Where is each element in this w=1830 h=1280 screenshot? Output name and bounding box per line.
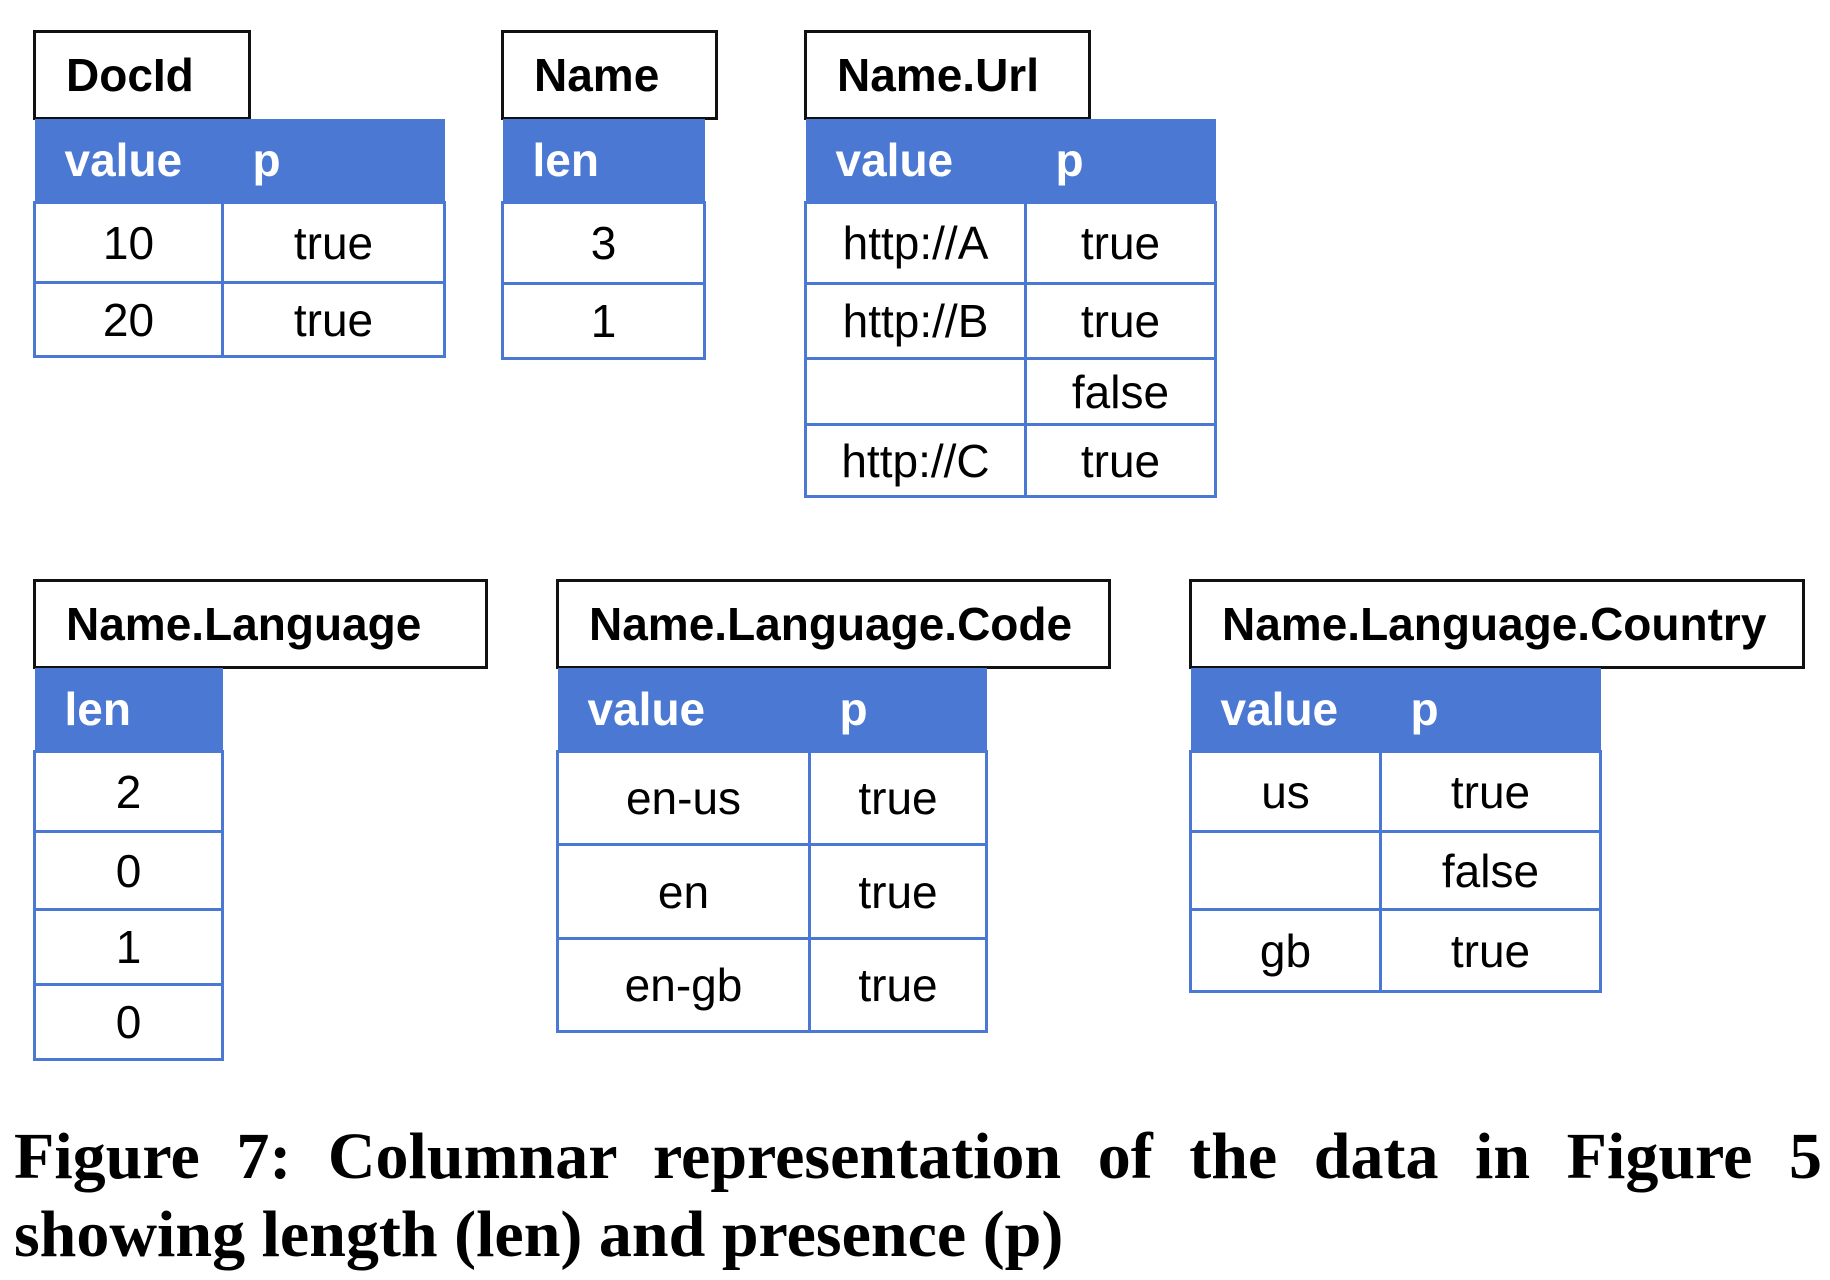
cell-p: true <box>221 281 446 358</box>
header-p: p <box>1025 119 1216 203</box>
cell-value: en <box>556 843 811 940</box>
cell-value <box>1189 830 1382 911</box>
header-value: value <box>1190 668 1381 752</box>
cell-value: http://C <box>804 423 1027 498</box>
column-title: Name.Url <box>804 30 1091 120</box>
header-p: p <box>1380 668 1601 752</box>
cell-value: 10 <box>33 201 224 284</box>
header-p: p <box>222 119 445 203</box>
column-title: Name.Language.Code <box>556 579 1111 669</box>
cell-p: true <box>1379 750 1602 833</box>
cell-value: us <box>1189 750 1382 833</box>
column-title: Name.Language <box>33 579 488 669</box>
cell-len: 2 <box>33 750 224 833</box>
header-p: p <box>809 668 987 752</box>
cell-p: true <box>221 201 446 284</box>
header-value: value <box>805 119 1026 203</box>
cell-p: true <box>808 750 988 846</box>
cell-p: false <box>1379 830 1602 911</box>
header-len: len <box>502 119 705 203</box>
cell-value <box>804 357 1027 426</box>
header-value: value <box>557 668 810 752</box>
column-title: Name <box>501 30 718 120</box>
header-value: value <box>34 119 223 203</box>
cell-value: en-us <box>556 750 811 846</box>
cell-p: true <box>1379 908 1602 993</box>
cell-len: 1 <box>33 908 224 986</box>
cell-p: true <box>808 843 988 940</box>
cell-p: true <box>808 937 988 1033</box>
cell-value: 20 <box>33 281 224 358</box>
header-len: len <box>34 668 223 752</box>
cell-len: 1 <box>501 282 706 360</box>
cell-p: true <box>1024 282 1217 360</box>
column-table: len 3 1 <box>501 119 706 360</box>
cell-p: false <box>1024 357 1217 426</box>
cell-value: en-gb <box>556 937 811 1033</box>
figure-caption: Figure 7: Columnar representation of the… <box>14 1120 1822 1271</box>
cell-value: http://A <box>804 201 1027 285</box>
cell-p: true <box>1024 423 1217 498</box>
cell-value: http://B <box>804 282 1027 360</box>
cell-len: 0 <box>33 983 224 1061</box>
cell-len: 3 <box>501 201 706 285</box>
column-table: len 2 0 1 0 <box>33 668 224 1061</box>
cell-p: true <box>1024 201 1217 285</box>
column-title: Name.Language.Country <box>1189 579 1805 669</box>
cell-len: 0 <box>33 830 224 911</box>
cell-value: gb <box>1189 908 1382 993</box>
column-title: DocId <box>33 30 251 120</box>
